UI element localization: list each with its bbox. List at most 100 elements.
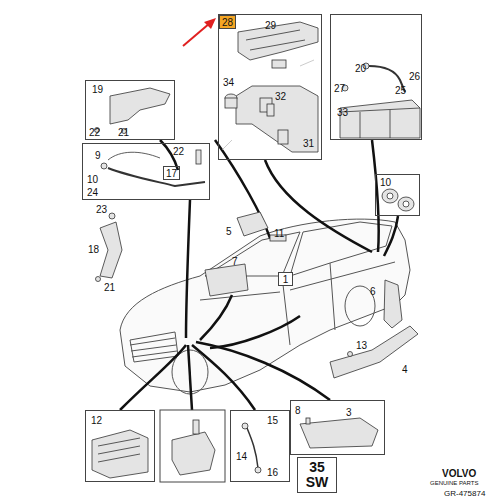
bottom-frames [160,410,225,482]
part-loose [384,280,402,328]
part-cover [225,22,318,152]
callout-number: 6 [370,286,376,297]
bottom-frames [92,430,148,478]
part-loose [205,264,248,296]
inset-frame: 29 34 32 31 28 [218,14,322,160]
bottom-frames [193,420,199,434]
brand-text: VOLVO [442,468,476,479]
inset-frame: 10 [375,174,420,216]
callout-number: 10 [87,174,98,185]
part-loose [348,352,353,357]
part-loose [96,212,419,378]
car-body [130,338,177,357]
callout-number: 33 [337,107,348,118]
inset-frame: 2026272533 [330,14,422,140]
box-illustrations [222,60,314,150]
callout-number: 21 [104,282,115,293]
callout-number: 8 [295,405,301,416]
bottom-frames [306,418,310,424]
callout-number: 15 [267,415,278,426]
part-bracket [398,197,414,211]
car-body [130,332,178,362]
callout-box: 28 [219,15,236,29]
callout-number: 26 [409,71,420,82]
box-illustrations [222,60,314,150]
part-battery-cable [340,63,420,138]
red-pointer-arrow [183,23,210,46]
part-bracket [403,201,409,207]
leader-line [384,216,398,256]
part-cover [246,30,305,50]
callout-number: 18 [88,244,99,255]
callout-box: 35SW [297,457,337,493]
part-cover [225,98,237,108]
callout-number: 5 [226,226,232,237]
brand-text: GR-475874 [444,489,485,498]
part-cover [267,104,274,116]
part-loose [330,326,418,378]
part-bracket [196,150,201,164]
car-body [345,286,375,326]
part-loose [109,213,115,219]
callout-number: 24 [87,187,98,198]
leader-line [265,160,372,252]
part-bracket [387,193,393,199]
part-loose [100,222,122,278]
callout-number: 11 [274,228,284,239]
callout-number: 19 [92,84,103,95]
callout-number: 28 [222,17,233,28]
callout-number: 22 [173,146,184,157]
callout-number: 12 [91,415,102,426]
leader-line [200,295,232,340]
callout-number: 32 [275,91,286,102]
callout-number: 21 [118,127,129,138]
inset-frame: 15 14 16 [230,410,290,482]
car-body [200,262,395,300]
callout-number: 16 [267,467,278,478]
callout-number: 3 [346,407,352,418]
inset-frame: 12 [85,410,155,482]
leader-line [210,316,300,348]
leader-line [120,345,186,410]
callout-number: 25 [395,85,406,96]
callout-number: 10 [380,177,391,188]
bottom-frames [255,467,261,473]
red-pointer-arrow [183,18,216,46]
callout-number: SW [306,475,329,490]
callout-box: 1 [278,272,293,286]
leader-line [215,140,270,238]
part-battery-cable [340,100,420,138]
bottom-frames [247,428,258,468]
callout-number: 7 [232,256,238,267]
callout-number: 17 [166,168,177,179]
part-bracket [108,168,205,186]
callout-number: 23 [96,204,107,215]
bottom-frames [300,418,378,448]
brand-text: GENUINE PARTS [430,479,478,488]
part-loose [237,212,268,236]
callout-number: 14 [236,451,247,462]
bottom-frames [98,438,140,462]
callout-number: 13 [356,340,367,351]
bottom-frames [172,432,215,475]
callout-box: 17 [163,166,180,180]
car-body [290,222,392,276]
callout-number: 20 [355,63,366,74]
part-cover [238,22,318,60]
part-bracket [110,88,170,124]
callout-number: 22 [89,127,100,138]
callout-number: 4 [402,364,408,375]
inset-frame: 229102417 [82,143,210,200]
callout-number: 29 [265,20,276,31]
callout-number: 34 [223,77,234,88]
callout-number: 31 [303,138,314,149]
inset-frame: 19 22 21 [85,80,175,140]
leader-line [196,342,330,400]
part-cover [278,130,288,144]
leader-line [188,345,192,410]
part-bracket [101,163,107,169]
